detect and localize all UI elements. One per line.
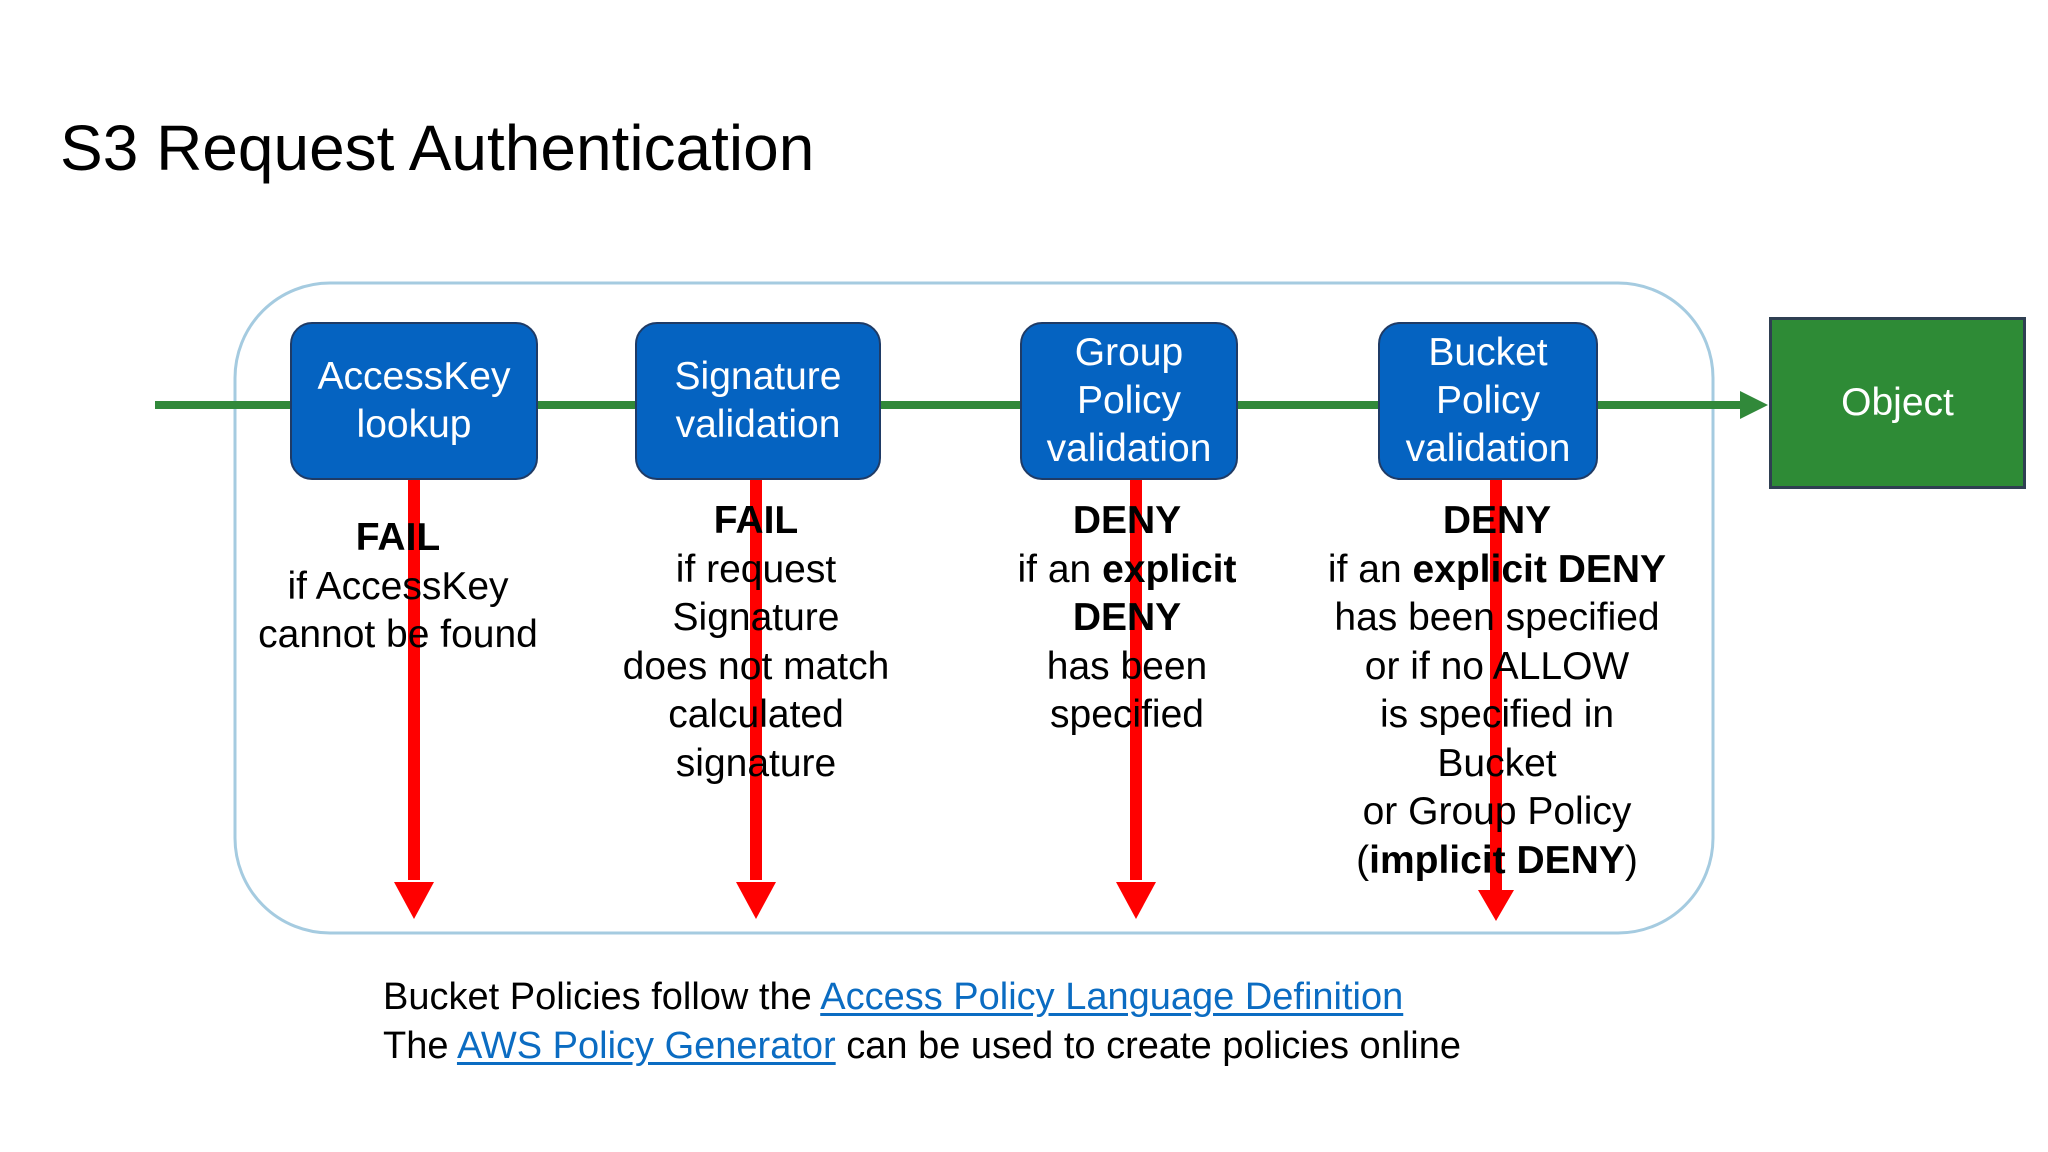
fail-arrow-accesskey — [394, 480, 434, 919]
outcome-signature: FAIL if request Signature does not match… — [596, 497, 916, 788]
outcome-line: if an explicit — [1017, 547, 1237, 591]
outcome-line: Bucket — [1437, 741, 1557, 785]
outcome-line: specified — [1050, 693, 1204, 736]
outcome-heading: DENY — [1442, 499, 1552, 542]
outcome-heading: DENY — [1072, 499, 1182, 542]
footer-line-2: The AWS Policy Generator can be used to … — [383, 1025, 1461, 1067]
step-accesskey-lookup: AccessKey lookup — [290, 322, 538, 480]
aws-policy-generator-link[interactable]: AWS Policy Generator — [456, 1025, 836, 1067]
object-box: Object — [1769, 317, 2026, 489]
outcome-line: has been — [1046, 644, 1208, 688]
outcome-heading: FAIL — [713, 499, 799, 542]
outcome-bucket-policy: DENY if an explicit DENY has been specif… — [1297, 497, 1697, 885]
footer-notes: Bucket Policies follow the Access Policy… — [383, 973, 1461, 1071]
fail-arrow-signature — [736, 480, 776, 919]
step-bucket-policy-validation: Bucket Policy validation — [1378, 322, 1598, 480]
access-policy-language-link[interactable]: Access Policy Language Definition — [820, 976, 1404, 1018]
step-group-policy-validation: Group Policy validation — [1020, 322, 1238, 480]
pipeline-container — [233, 281, 1715, 935]
outcome-accesskey: FAIL if AccessKey cannot be found — [238, 514, 558, 660]
flow-arrowhead — [1740, 391, 1768, 419]
slide-title: S3 Request Authentication — [60, 112, 815, 184]
footer-line-1: Bucket Policies follow the Access Policy… — [383, 976, 1404, 1018]
outcome-line: or if no ALLOW — [1364, 644, 1630, 688]
outcome-heading: FAIL — [355, 516, 441, 559]
outcome-line: does not match — [622, 644, 890, 688]
outcome-line: cannot be found — [258, 613, 538, 656]
outcome-line: or Group Policy — [1362, 790, 1632, 833]
outcome-group-policy: DENY if an explicit DENY has been specif… — [977, 497, 1277, 740]
outcome-line: if request — [675, 547, 837, 591]
outcome-line: signature — [675, 741, 837, 785]
outcome-line: if an explicit DENY — [1327, 547, 1667, 591]
deny-arrow-bucket-policy — [1478, 480, 1514, 921]
outcome-line: calculated — [668, 693, 844, 736]
outcome-line: if AccessKey — [287, 564, 509, 608]
outcome-line: has been specified — [1334, 596, 1660, 639]
outcome-line: (implicit DENY) — [1356, 838, 1638, 882]
outcome-line: DENY — [1072, 596, 1182, 639]
deny-arrow-group-policy — [1116, 480, 1156, 919]
outcome-line: is specified in — [1379, 693, 1615, 736]
step-signature-validation: Signature validation — [635, 322, 881, 480]
outcome-line: Signature — [672, 596, 840, 639]
